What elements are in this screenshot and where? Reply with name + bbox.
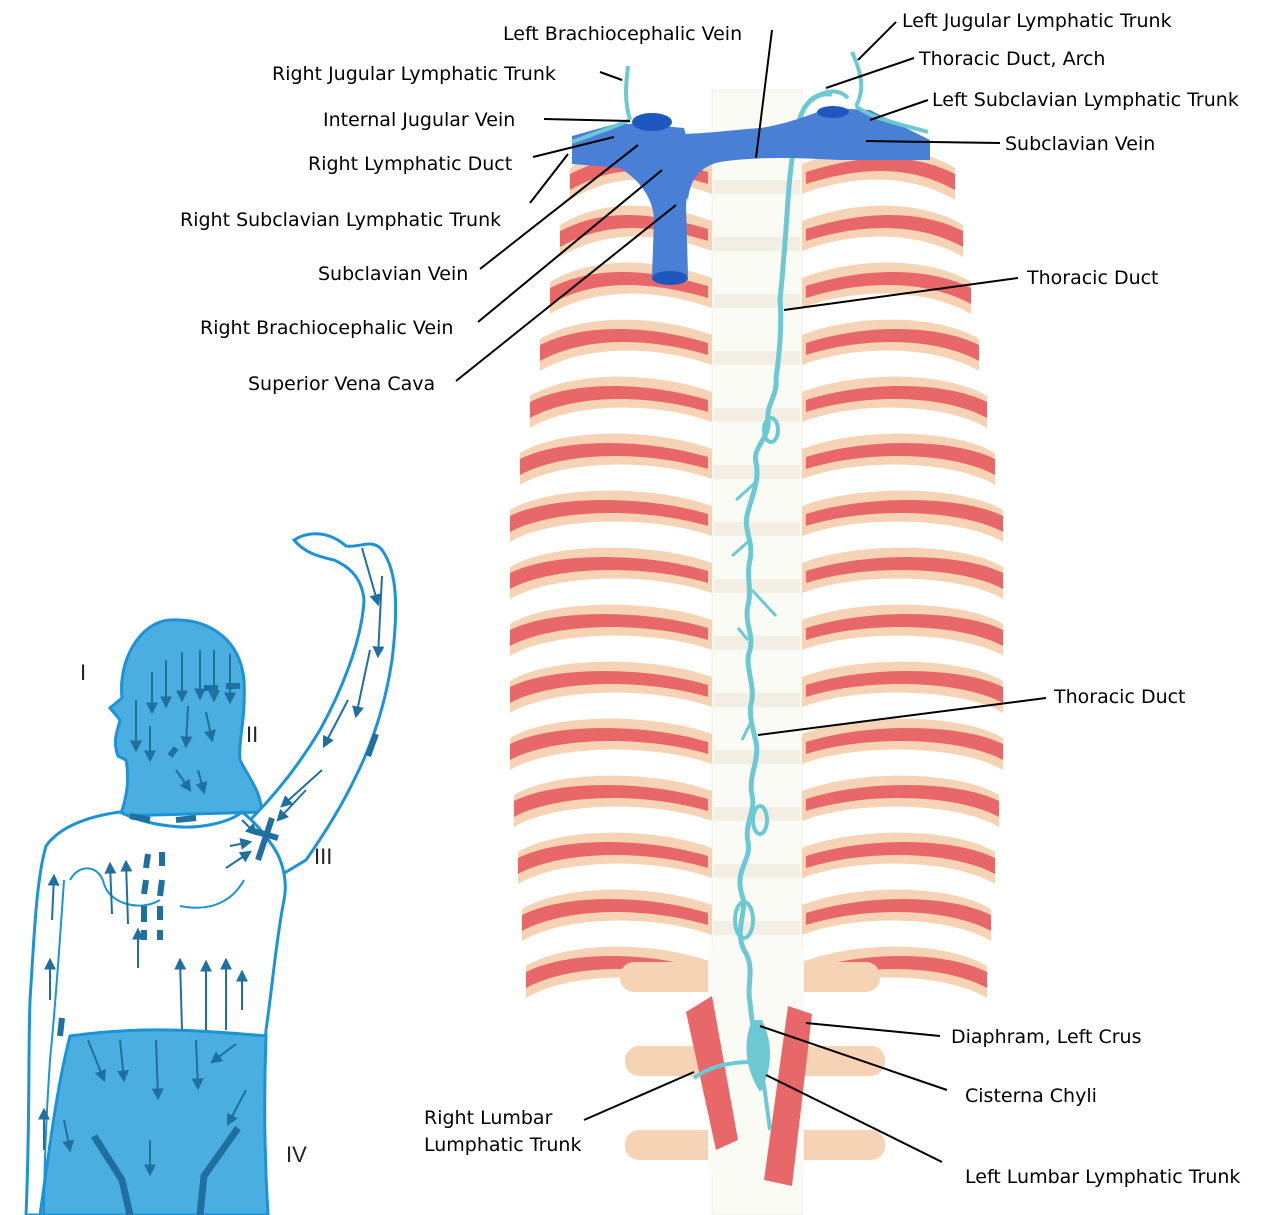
- label-left-lumbar-lymphatic-trunk: Left Lumbar Lymphatic Trunk: [965, 1166, 1240, 1188]
- label-left-jugular-lymphatic-trunk: Left Jugular Lymphatic Trunk: [902, 10, 1172, 32]
- label-thoracic-duct-lower: Thoracic Duct: [1053, 686, 1186, 708]
- vertebra-band-5: [714, 408, 800, 422]
- thorax-illustration: [510, 52, 1003, 1215]
- internal-jugular-left-opening: [817, 106, 849, 118]
- region-label-I: I: [80, 660, 86, 685]
- lumbar-body-1: [708, 944, 804, 1010]
- region-label-IV: IV: [286, 1142, 307, 1167]
- vertebra-band-8: [714, 579, 800, 593]
- region-label-II: II: [246, 722, 258, 747]
- label-superior-vena-cava: Superior Vena Cava: [248, 373, 435, 395]
- label-subclavian-vein-right: Subclavian Vein: [318, 263, 468, 285]
- label-left-brachiocephalic-vein: Left Brachiocephalic Vein: [503, 23, 742, 45]
- label-cisterna-chyli: Cisterna Chyli: [965, 1085, 1097, 1107]
- superior-vena-cava-opening: [652, 271, 688, 285]
- label-right-lumbar-line2: Lumphatic Trunk: [424, 1134, 581, 1156]
- vertebral-bands: [714, 180, 800, 992]
- internal-jugular-right-opening: [632, 113, 672, 131]
- label-right-lumbar-line1: Right Lumbar: [424, 1107, 553, 1129]
- label-right-jugular-lymphatic-trunk: Right Jugular Lymphatic Trunk: [272, 63, 556, 85]
- label-left-subclavian-lymphatic-trunk: Left Subclavian Lymphatic Trunk: [932, 89, 1239, 111]
- label-right-lymphatic-duct: Right Lymphatic Duct: [308, 153, 512, 175]
- vertebra-band-9: [714, 636, 800, 650]
- label-internal-jugular-vein: Internal Jugular Vein: [323, 109, 515, 131]
- vertebra-band-13: [714, 864, 800, 878]
- vertebra-band-3: [714, 294, 800, 308]
- label-thoracic-duct-upper: Thoracic Duct: [1026, 267, 1159, 289]
- vertebra-band-4: [714, 351, 800, 365]
- figure-lower-region: [40, 1030, 268, 1215]
- vertebra-band-14: [714, 921, 800, 935]
- region-label-III: III: [314, 844, 332, 869]
- label-thoracic-duct-arch: Thoracic Duct, Arch: [918, 48, 1105, 70]
- vertebra-band-7: [714, 522, 800, 536]
- vertebra-band-10: [714, 693, 800, 707]
- label-diaphram-left-crus: Diaphram, Left Crus: [951, 1026, 1142, 1048]
- right-brachiocephalic-vein: [572, 124, 690, 276]
- label-subclavian-vein-left: Subclavian Vein: [1005, 133, 1155, 155]
- lymph-drainage-figure: I II III IV: [26, 534, 396, 1215]
- label-right-brachiocephalic-vein: Right Brachiocephalic Vein: [200, 317, 453, 339]
- figure-head-region: [110, 620, 262, 816]
- label-right-subclavian-lymphatic-trunk: Right Subclavian Lymphatic Trunk: [180, 209, 501, 231]
